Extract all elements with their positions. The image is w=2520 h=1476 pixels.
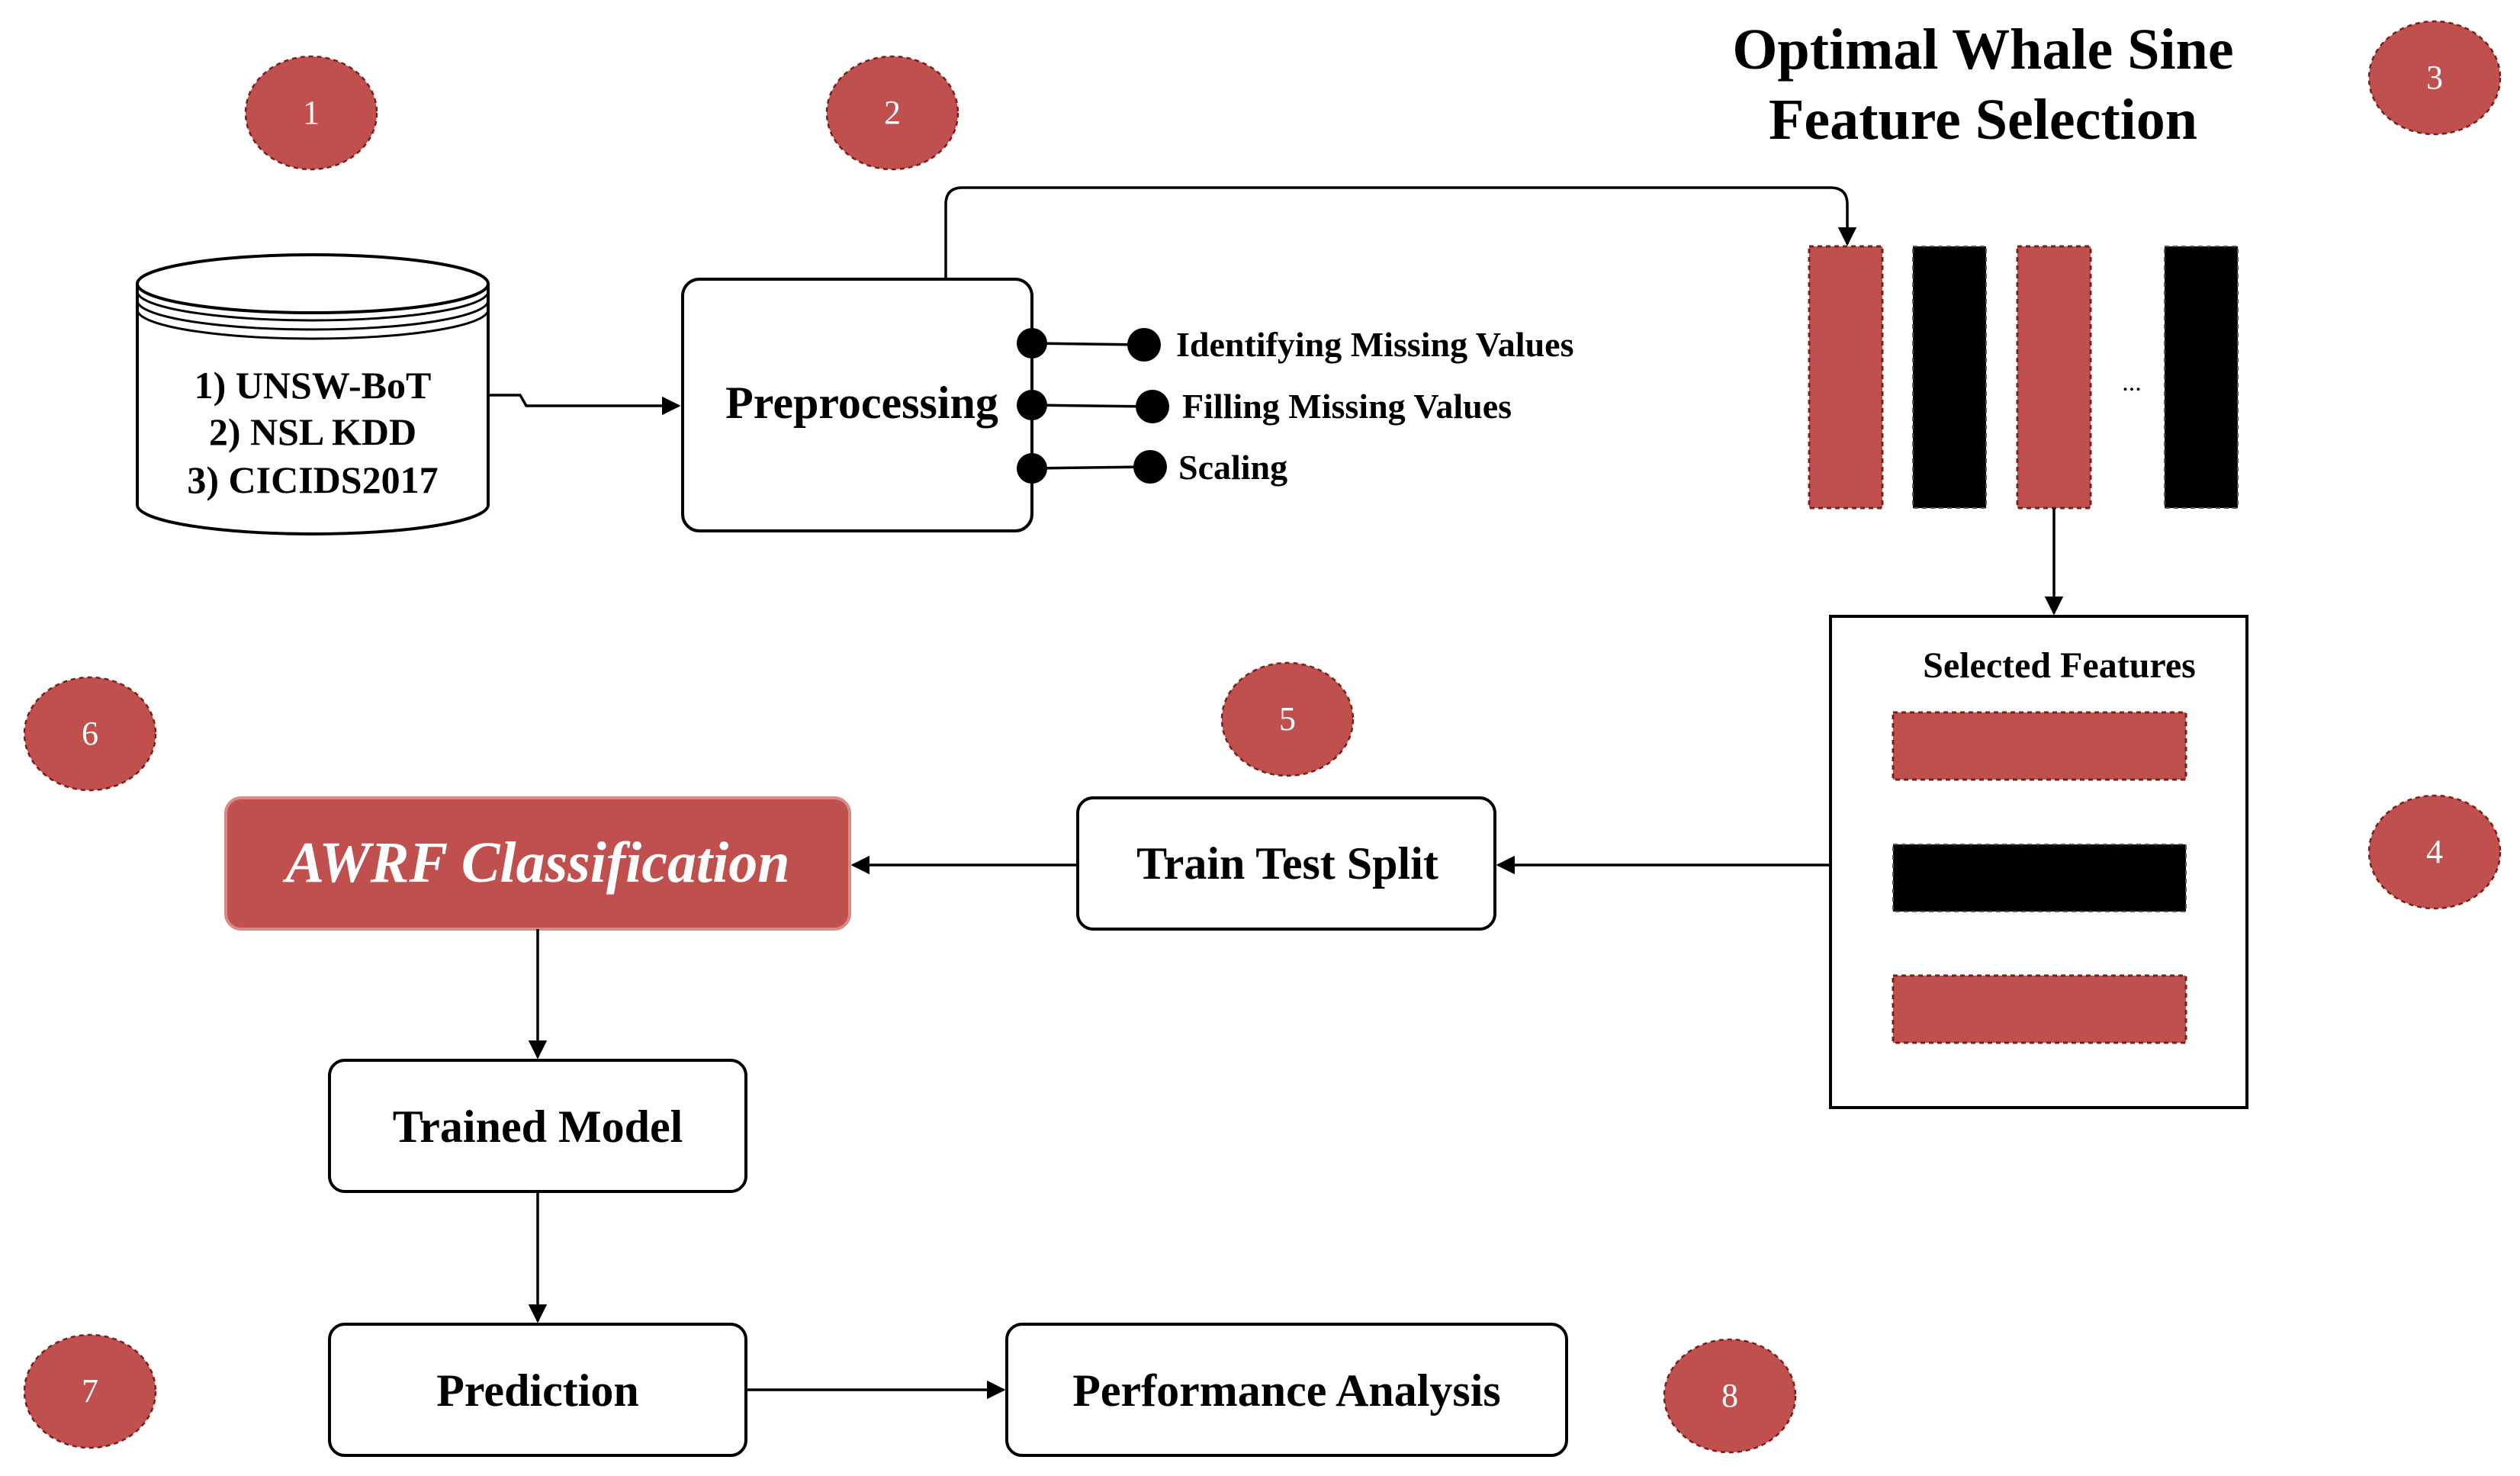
train-test-split-box: Train Test Split [1076,796,1496,931]
svg-text:7: 7 [82,1372,98,1410]
dataset-item-3: 3) CICIDS2017 [187,458,438,501]
step-badge-5: 5 [1220,661,1355,777]
svg-text:8: 8 [1721,1377,1738,1414]
performance-analysis-box: Performance Analysis [1005,1323,1568,1457]
trained-model-label: Trained Model [393,1101,683,1152]
diagram-title-line2: Feature Selection [1769,88,2197,152]
dataset-cylinder: 1) UNSW-BoT 2) NSL KDD 3) CICIDS2017 [136,253,490,535]
trained-model-box: Trained Model [328,1059,747,1193]
svg-text:1: 1 [303,94,320,131]
dataset-item-1: 1) UNSW-BoT [194,364,432,407]
feature-columns-ellipsis: ... [2122,368,2142,397]
preprocessing-step-3-label: Scaling [1178,448,1287,487]
preprocessing-label: Preprocessing [725,378,998,428]
performance-analysis-label: Performance Analysis [1072,1365,1501,1416]
step-badge-6: 6 [23,676,157,792]
awrf-classification-box: AWRF Classification [224,796,851,931]
feature-column-1 [1808,245,1884,510]
selected-features-box: Selected Features [1829,615,2248,1109]
preprocessing-step-3: Scaling [1017,448,1287,487]
svg-text:6: 6 [82,715,98,752]
step-badge-4: 4 [2367,794,2502,910]
selected-feature-bar-2 [1892,844,2187,912]
awrf-classification-label: AWRF Classification [282,831,789,895]
feature-columns: ... [1808,245,2239,510]
step-badge-1: 1 [244,55,378,171]
preprocessing-step-2: Filling Missing Values [1017,387,1512,426]
selected-features-label: Selected Features [1923,645,2196,686]
feature-column-4 [2164,246,2239,509]
train-test-split-label: Train Test Split [1136,838,1438,889]
prediction-label: Prediction [436,1365,639,1416]
svg-text:2: 2 [884,94,901,131]
step-badge-3: 3 [2367,20,2502,136]
feature-column-2 [1912,246,1987,509]
svg-text:5: 5 [1279,700,1296,738]
dataset-item-2: 2) NSL KDD [209,410,416,453]
step-badge-8: 8 [1663,1338,1797,1454]
selected-feature-bar-3 [1892,974,2187,1044]
svg-text:4: 4 [2426,833,2443,870]
prediction-box: Prediction [328,1323,747,1457]
svg-text:3: 3 [2426,59,2443,96]
feature-column-3 [2016,245,2092,510]
preprocessing-step-2-label: Filling Missing Values [1182,387,1512,426]
step-badge-2: 2 [825,55,959,171]
preprocessing-step-1-label: Identifying Missing Values [1176,325,1573,364]
connector-dataset-to-preprocessing [488,394,681,416]
preprocessing-step-1: Identifying Missing Values [1017,325,1573,364]
step-badge-7: 7 [23,1333,157,1449]
selected-feature-bar-1 [1892,711,2187,781]
preprocessing-box: Preprocessing [681,278,1033,532]
connector-preprocessing-to-feature-selection [944,186,1857,279]
diagram-title-line1: Optimal Whale Sine [1732,18,2233,82]
